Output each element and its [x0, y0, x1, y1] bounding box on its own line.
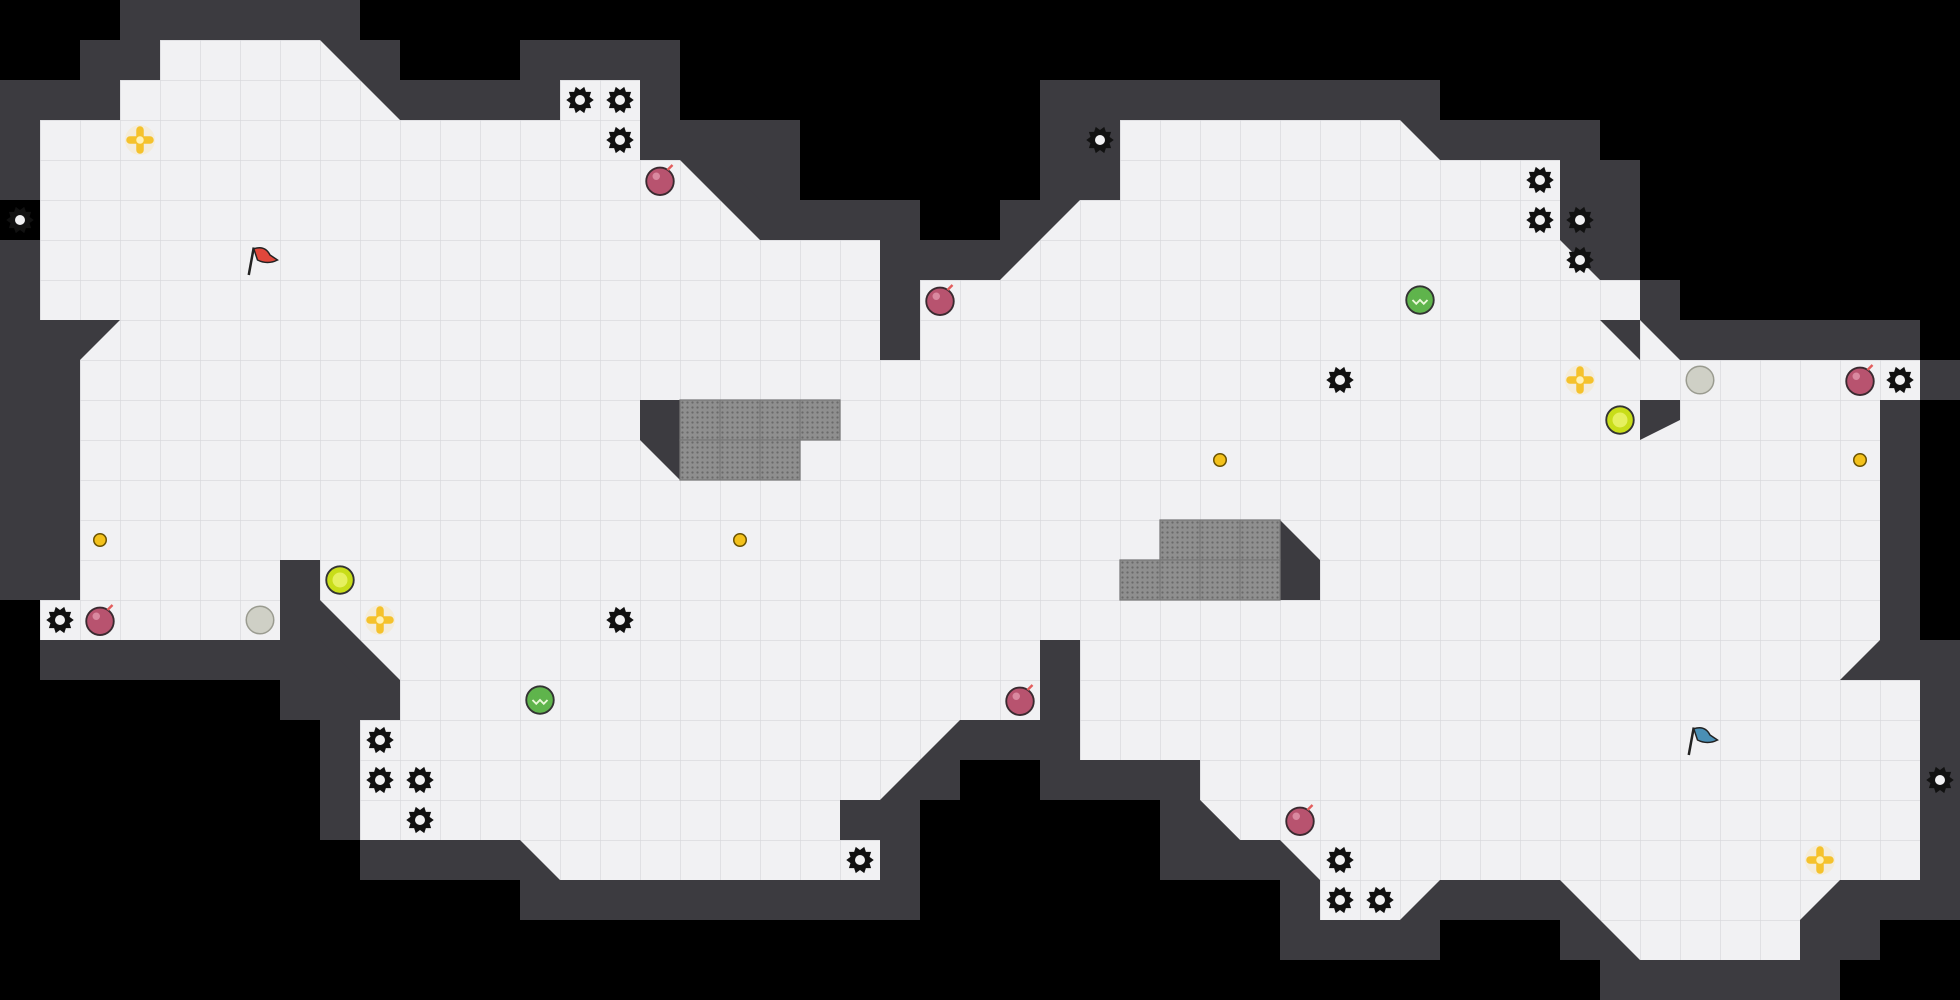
sawblade-icon	[1326, 366, 1354, 394]
coin-icon	[1213, 453, 1227, 467]
sawblade-icon	[606, 86, 634, 114]
sawblade-icon	[1566, 246, 1594, 274]
pad-icon	[1685, 365, 1715, 395]
sawblade-icon	[1886, 366, 1914, 394]
pad-icon	[245, 605, 275, 635]
green-orb-icon	[1405, 285, 1435, 315]
sawblade-icon	[366, 726, 394, 754]
sawblade-icon	[46, 606, 74, 634]
sawblade-icon	[566, 86, 594, 114]
sawblade-icon	[1526, 166, 1554, 194]
sawblade-icon	[6, 206, 34, 234]
bomb-icon	[645, 164, 675, 196]
yellow-cross-icon	[365, 605, 395, 635]
bomb-icon	[1285, 804, 1315, 836]
coin-icon	[733, 533, 747, 547]
grate-block-right	[1119, 519, 1281, 601]
sawblade-icon	[406, 766, 434, 794]
sawblade-icon	[1326, 846, 1354, 874]
grate-block-left	[679, 399, 841, 481]
blue-flag-icon	[1687, 726, 1719, 756]
coin-icon	[1853, 453, 1867, 467]
metal-grates	[679, 399, 1281, 601]
inner-walls	[280, 160, 1680, 840]
sawblade-icon	[1566, 206, 1594, 234]
sawblade-icon	[406, 806, 434, 834]
coin-icon	[93, 533, 107, 547]
yellow-cross-icon	[1805, 845, 1835, 875]
sawblade-icon	[366, 766, 394, 794]
yellow-cross-icon	[125, 125, 155, 155]
green-orb-icon	[525, 685, 555, 715]
sawblade-icon	[606, 606, 634, 634]
yellow-orb-icon	[1605, 405, 1635, 435]
bomb-icon	[925, 284, 955, 316]
yellow-cross-icon	[1565, 365, 1595, 395]
sawblade-icon	[1526, 206, 1554, 234]
sawblade-icon	[1086, 126, 1114, 154]
red-flag-icon	[247, 246, 279, 276]
entities-layer	[6, 86, 1954, 914]
sawblade-icon	[1366, 886, 1394, 914]
bomb-icon	[85, 604, 115, 636]
sawblade-icon	[846, 846, 874, 874]
sawblade-icon	[606, 126, 634, 154]
yellow-orb-icon	[325, 565, 355, 595]
sawblade-icon	[1926, 766, 1954, 794]
bomb-icon	[1845, 364, 1875, 396]
sawblade-icon	[1326, 886, 1354, 914]
bomb-icon	[1005, 684, 1035, 716]
